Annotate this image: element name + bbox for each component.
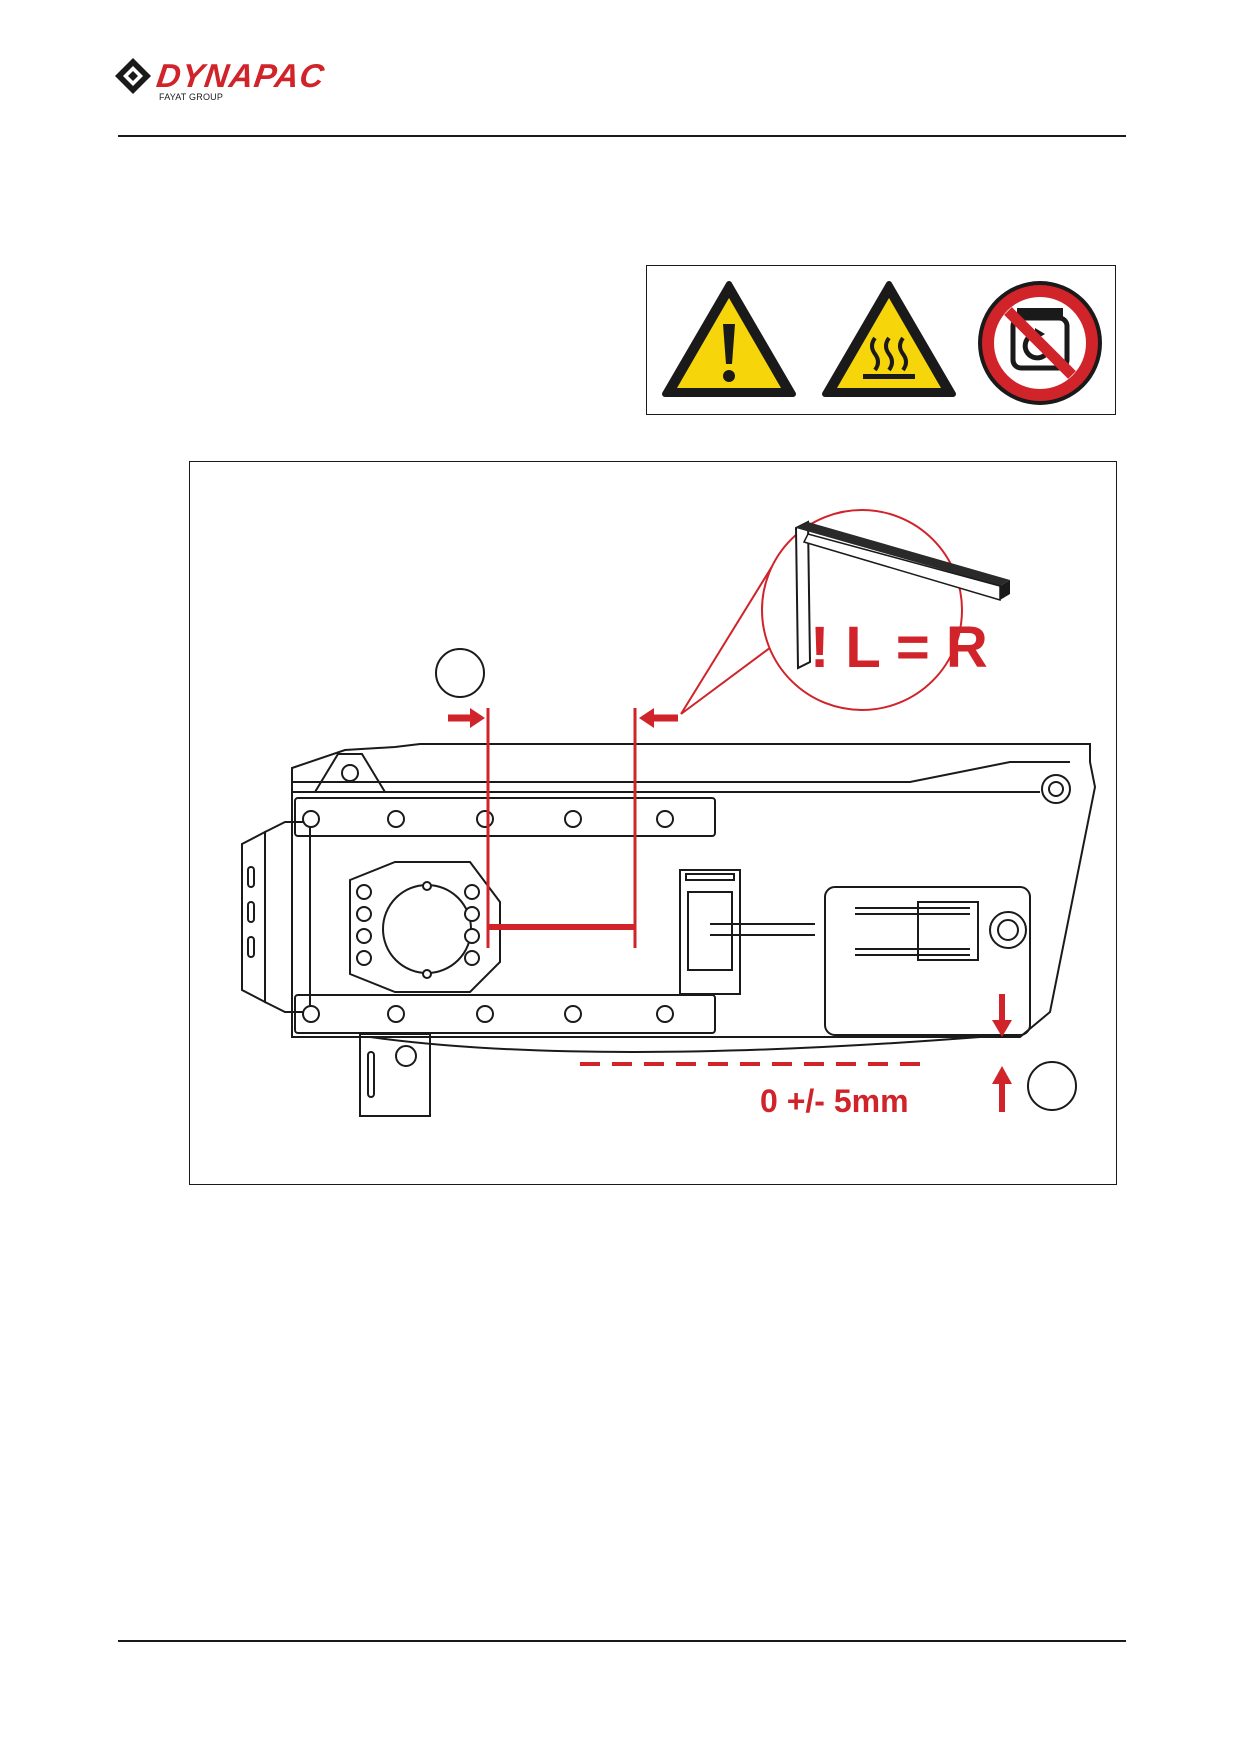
brand-name: DYNAPAC <box>154 57 328 94</box>
track-tension-figure: ! L = R 0 +/- 5mm <box>189 461 1117 1185</box>
track-drawing: ! L = R 0 +/- 5mm <box>241 509 1097 1119</box>
footer-rule <box>118 1640 1126 1642</box>
dynapac-diamond-icon <box>115 58 151 94</box>
safety-symbols-panel <box>646 265 1116 415</box>
header-rule <box>118 135 1126 137</box>
brand-group: FAYAT GROUP <box>159 92 224 102</box>
callout-equal-length-text: ! L = R <box>810 615 988 680</box>
tolerance-text: 0 +/- 5mm <box>760 1083 909 1119</box>
engine-running-prohibited-icon <box>978 281 1102 405</box>
square-ruler-icon <box>794 520 1010 670</box>
dynapac-logo: DYNAPAC FAYAT GROUP <box>113 56 413 106</box>
general-warning-icon <box>662 281 796 397</box>
hot-surface-icon <box>822 281 956 397</box>
